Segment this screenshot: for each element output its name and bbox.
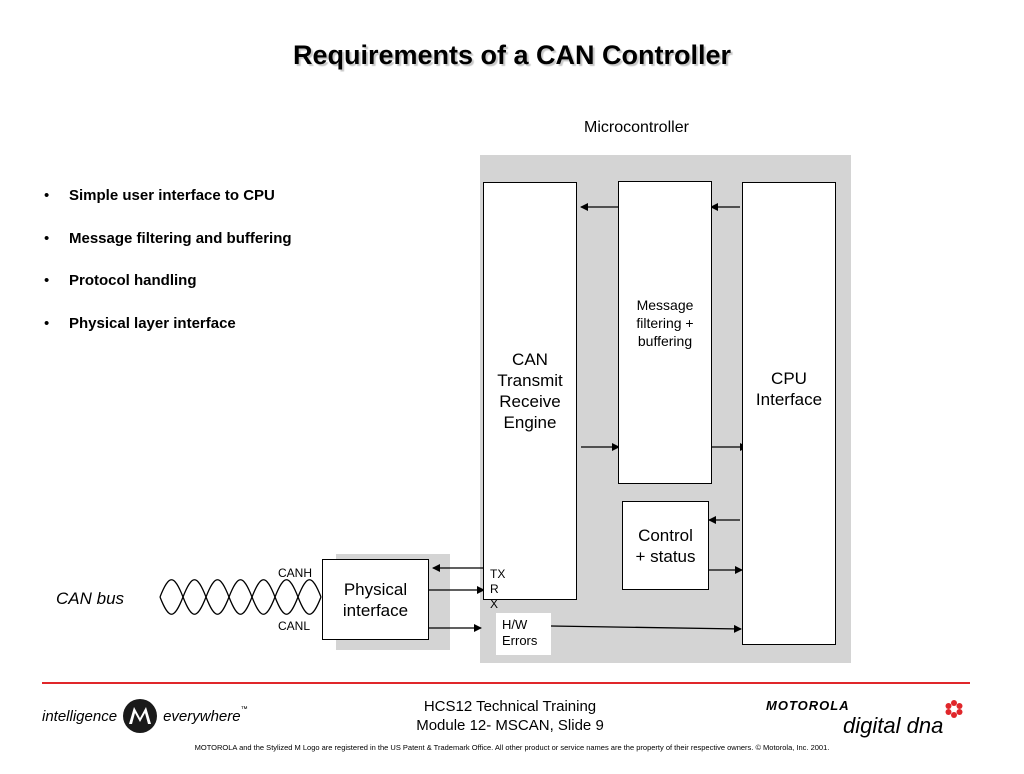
footer-divider [42,682,970,684]
bullet-item: •Physical layer interface [44,314,236,332]
slide-title: Requirements of a CAN Controller [292,40,732,70]
motorola-m-icon [123,699,158,733]
bullet-item: •Message filtering and buffering [44,229,292,247]
twisted-pair-icon [159,579,322,615]
txrx-label: TX R X [490,567,506,611]
hw-errors-label: H/W Errors [496,613,551,655]
message-filter-box: Message filtering + buffering [618,181,712,484]
microcontroller-label: Microcontroller [584,119,689,136]
bullet-list: •Simple user interface to CPU •Message f… [40,187,292,357]
can-engine-box: CAN Transmit Receive Engine [483,182,577,600]
footer-text: HCS12 Technical Training Module 12- MSCA… [416,698,604,734]
canl-label: CANL [278,619,311,633]
intelligence-everywhere-logo: intelligence everywhere ™ [42,698,248,734]
bullet-item: •Simple user interface to CPU [44,187,275,204]
motorola-wordmark: MOTOROLA [766,698,850,713]
bullet-item: •Protocol handling [44,272,197,289]
physical-interface-box: Physical interface [322,559,429,640]
cpu-interface-box: CPU Interface [742,182,836,645]
legal-notice: MOTOROLA and the Stylized M Logo are reg… [194,743,830,752]
dna-flower-icon [945,700,963,718]
canh-label: CANH [278,566,313,580]
control-status-box: Control + status [622,501,709,590]
digital-dna-logo: digital dna [843,713,944,738]
can-bus-label: CAN bus [56,589,125,608]
